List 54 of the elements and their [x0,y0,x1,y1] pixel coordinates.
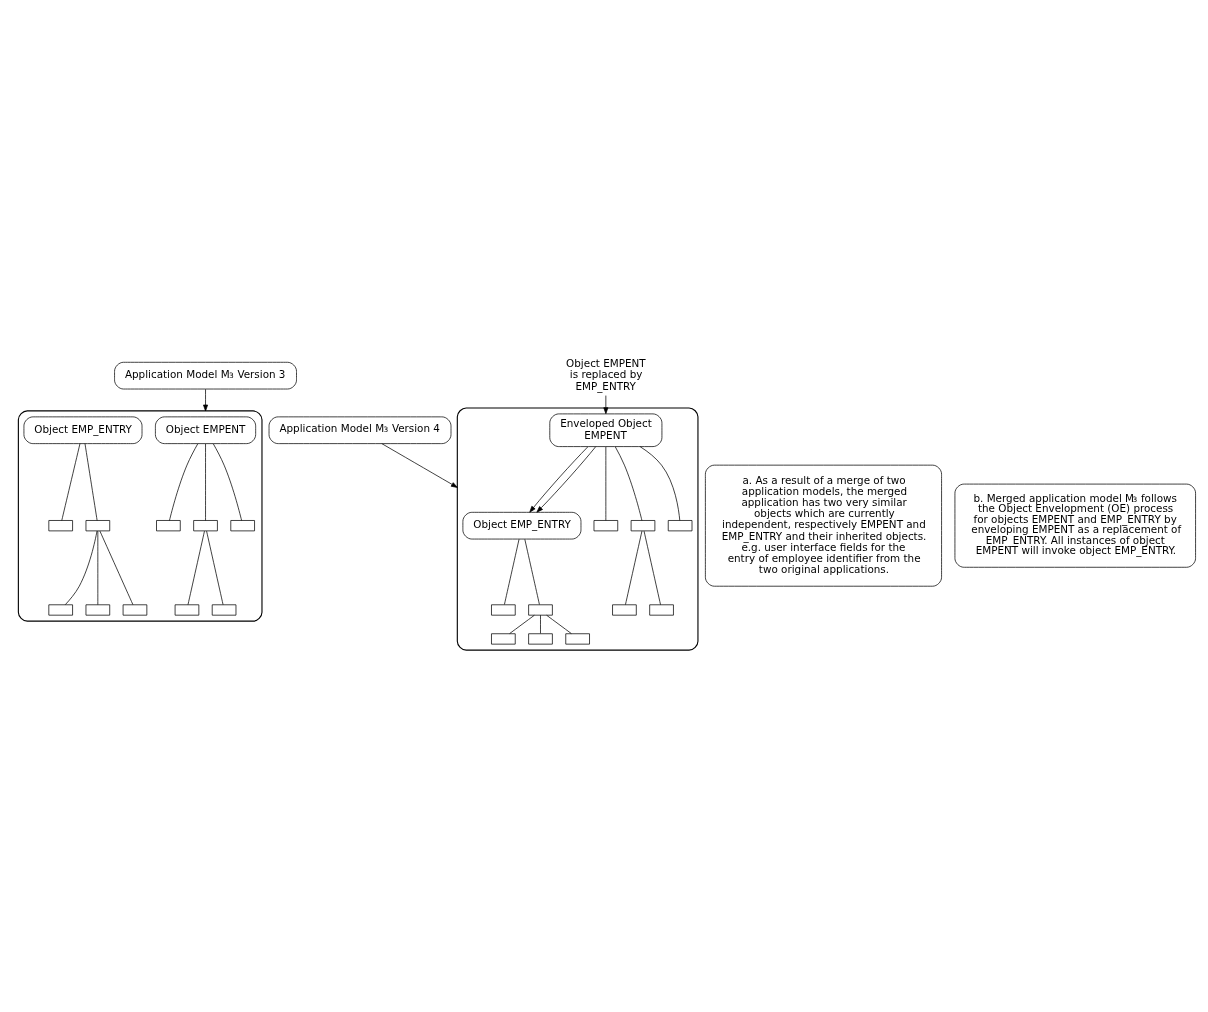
node-box [85,604,111,616]
connector [639,446,681,521]
node-text: Object EMPENT is replaced by EMP_ENTRY [566,357,646,392]
node-box [612,604,637,616]
node-box [528,633,553,645]
connector [509,614,535,634]
node-box [156,520,181,532]
node-box [630,520,656,532]
node-box [565,633,590,645]
node-box: Application Model M3 Version 4 [268,416,452,444]
connector [643,530,661,605]
connector [504,539,520,605]
connector [206,530,224,605]
connector [187,530,205,605]
node-box [491,633,516,645]
node-box [528,604,553,616]
connector [546,614,572,634]
node-box: Enveloped Object EMPENT [549,413,663,447]
node-box [48,604,73,616]
node-box [593,520,619,532]
node-box [491,604,516,616]
connector [614,446,643,521]
connector [64,530,98,606]
arrow [536,446,597,513]
connector [205,443,206,521]
node-box: Application Model M3 Version 3 [114,361,297,390]
node-box: Object EMP_ENTRY [23,416,143,444]
arrow [529,446,589,513]
node-box: Object EMPENT [155,416,257,444]
node-box [48,520,73,532]
cluster [17,410,263,622]
node-box [667,520,693,532]
arrow [603,395,609,415]
connector [540,614,541,634]
arrow [203,388,208,412]
node-box [122,604,148,616]
node-box [230,520,255,532]
connector [605,446,607,521]
connector [84,443,98,521]
node-box [649,604,674,616]
node-box: a. As a result of a merge of two application models, the merged application has two very similar objects which are currently independent, respectively EMPENT and EMP_ENTRY and their inherited objects. e.g. user interface fields for the entry of employee identifier from the two original applications. [705,464,942,587]
node-box [193,520,218,532]
node-box [174,604,200,616]
node-box [211,604,237,616]
node-box: Object EMP_ENTRY [462,511,582,540]
connector [97,530,99,605]
node-box: b. Merged application model M3 follows the Object Envelopment (OE) process for objects EMPENT and EMP_ENTRY by enveloping EMPENT as a replacement of EMP_ENTRY. All instances of object EMPENT will invoke object EMP_ENTRY. [954,483,1196,568]
node-box [85,520,111,532]
connector [524,539,540,605]
connector [61,443,81,521]
connector [169,443,199,521]
arrow [381,443,458,488]
connector [212,443,242,521]
connector [625,530,643,605]
